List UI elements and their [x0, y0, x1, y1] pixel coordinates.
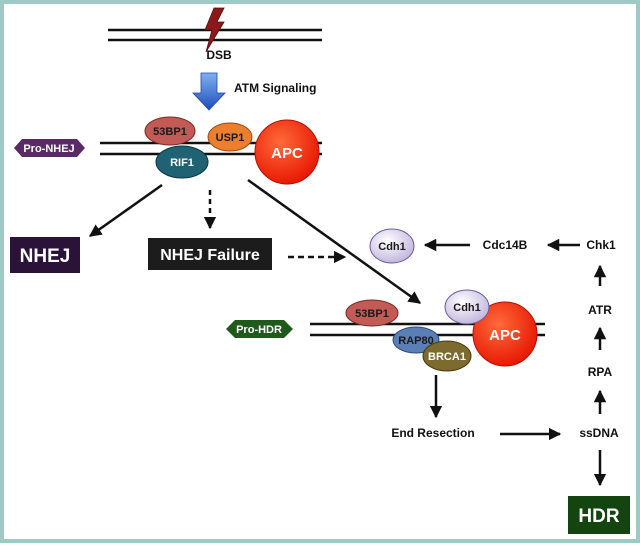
usp1-protein [207, 122, 253, 152]
apc-label-1: APC [271, 145, 303, 162]
apc-protein-1 [254, 119, 320, 185]
brca1-protein [422, 340, 472, 372]
rif1-label: RIF1 [170, 157, 194, 169]
cdh1-protein-bound [444, 289, 490, 325]
pro-nhej-tag [14, 139, 85, 157]
53bp1-label-2: 53BP1 [355, 308, 389, 320]
nhej-label: NHEJ [20, 246, 71, 267]
apc-protein-2 [472, 301, 538, 367]
atm-signaling-arrow [192, 72, 226, 111]
usp1-label: USP1 [216, 132, 245, 144]
pro-nhej-label: Pro-NHEJ [23, 143, 74, 155]
atr-label: ATR [588, 303, 612, 317]
dsb-label: DSB [206, 48, 232, 62]
rif1-protein [155, 145, 209, 179]
53bp1-protein-1 [144, 116, 196, 146]
hdr-label: HDR [578, 506, 619, 527]
cdh1-bound-label: Cdh1 [453, 302, 481, 314]
arrow-to-nhej [88, 183, 163, 238]
cdc14b-label: Cdc14B [483, 238, 528, 252]
rap80-label: RAP80 [398, 335, 433, 347]
nhej-failure-box [148, 238, 272, 270]
arrow-to-hdr-complex [247, 178, 422, 305]
pro-hdr-tag [226, 320, 293, 338]
pro-hdr-label: Pro-HDR [236, 324, 282, 336]
atm-signaling-label: ATM Signaling [234, 81, 316, 95]
nhej-failure-label: NHEJ Failure [160, 247, 260, 264]
nhej-box [10, 237, 80, 273]
ssdna-label: ssDNA [579, 426, 619, 440]
apc-label-2: APC [489, 327, 521, 344]
rap80-protein [392, 326, 440, 354]
cdh1-free-label: Cdh1 [378, 241, 406, 253]
lightning-bolt-icon [204, 7, 225, 53]
hdr-box [568, 496, 630, 534]
brca1-label: BRCA1 [428, 351, 466, 363]
end-resection-label: End Resection [391, 426, 474, 440]
53bp1-label-1: 53BP1 [153, 126, 187, 138]
cdh1-protein-free [369, 228, 415, 264]
rpa-label: RPA [588, 365, 613, 379]
chk1-label: Chk1 [586, 238, 616, 252]
53bp1-protein-2 [345, 299, 399, 327]
